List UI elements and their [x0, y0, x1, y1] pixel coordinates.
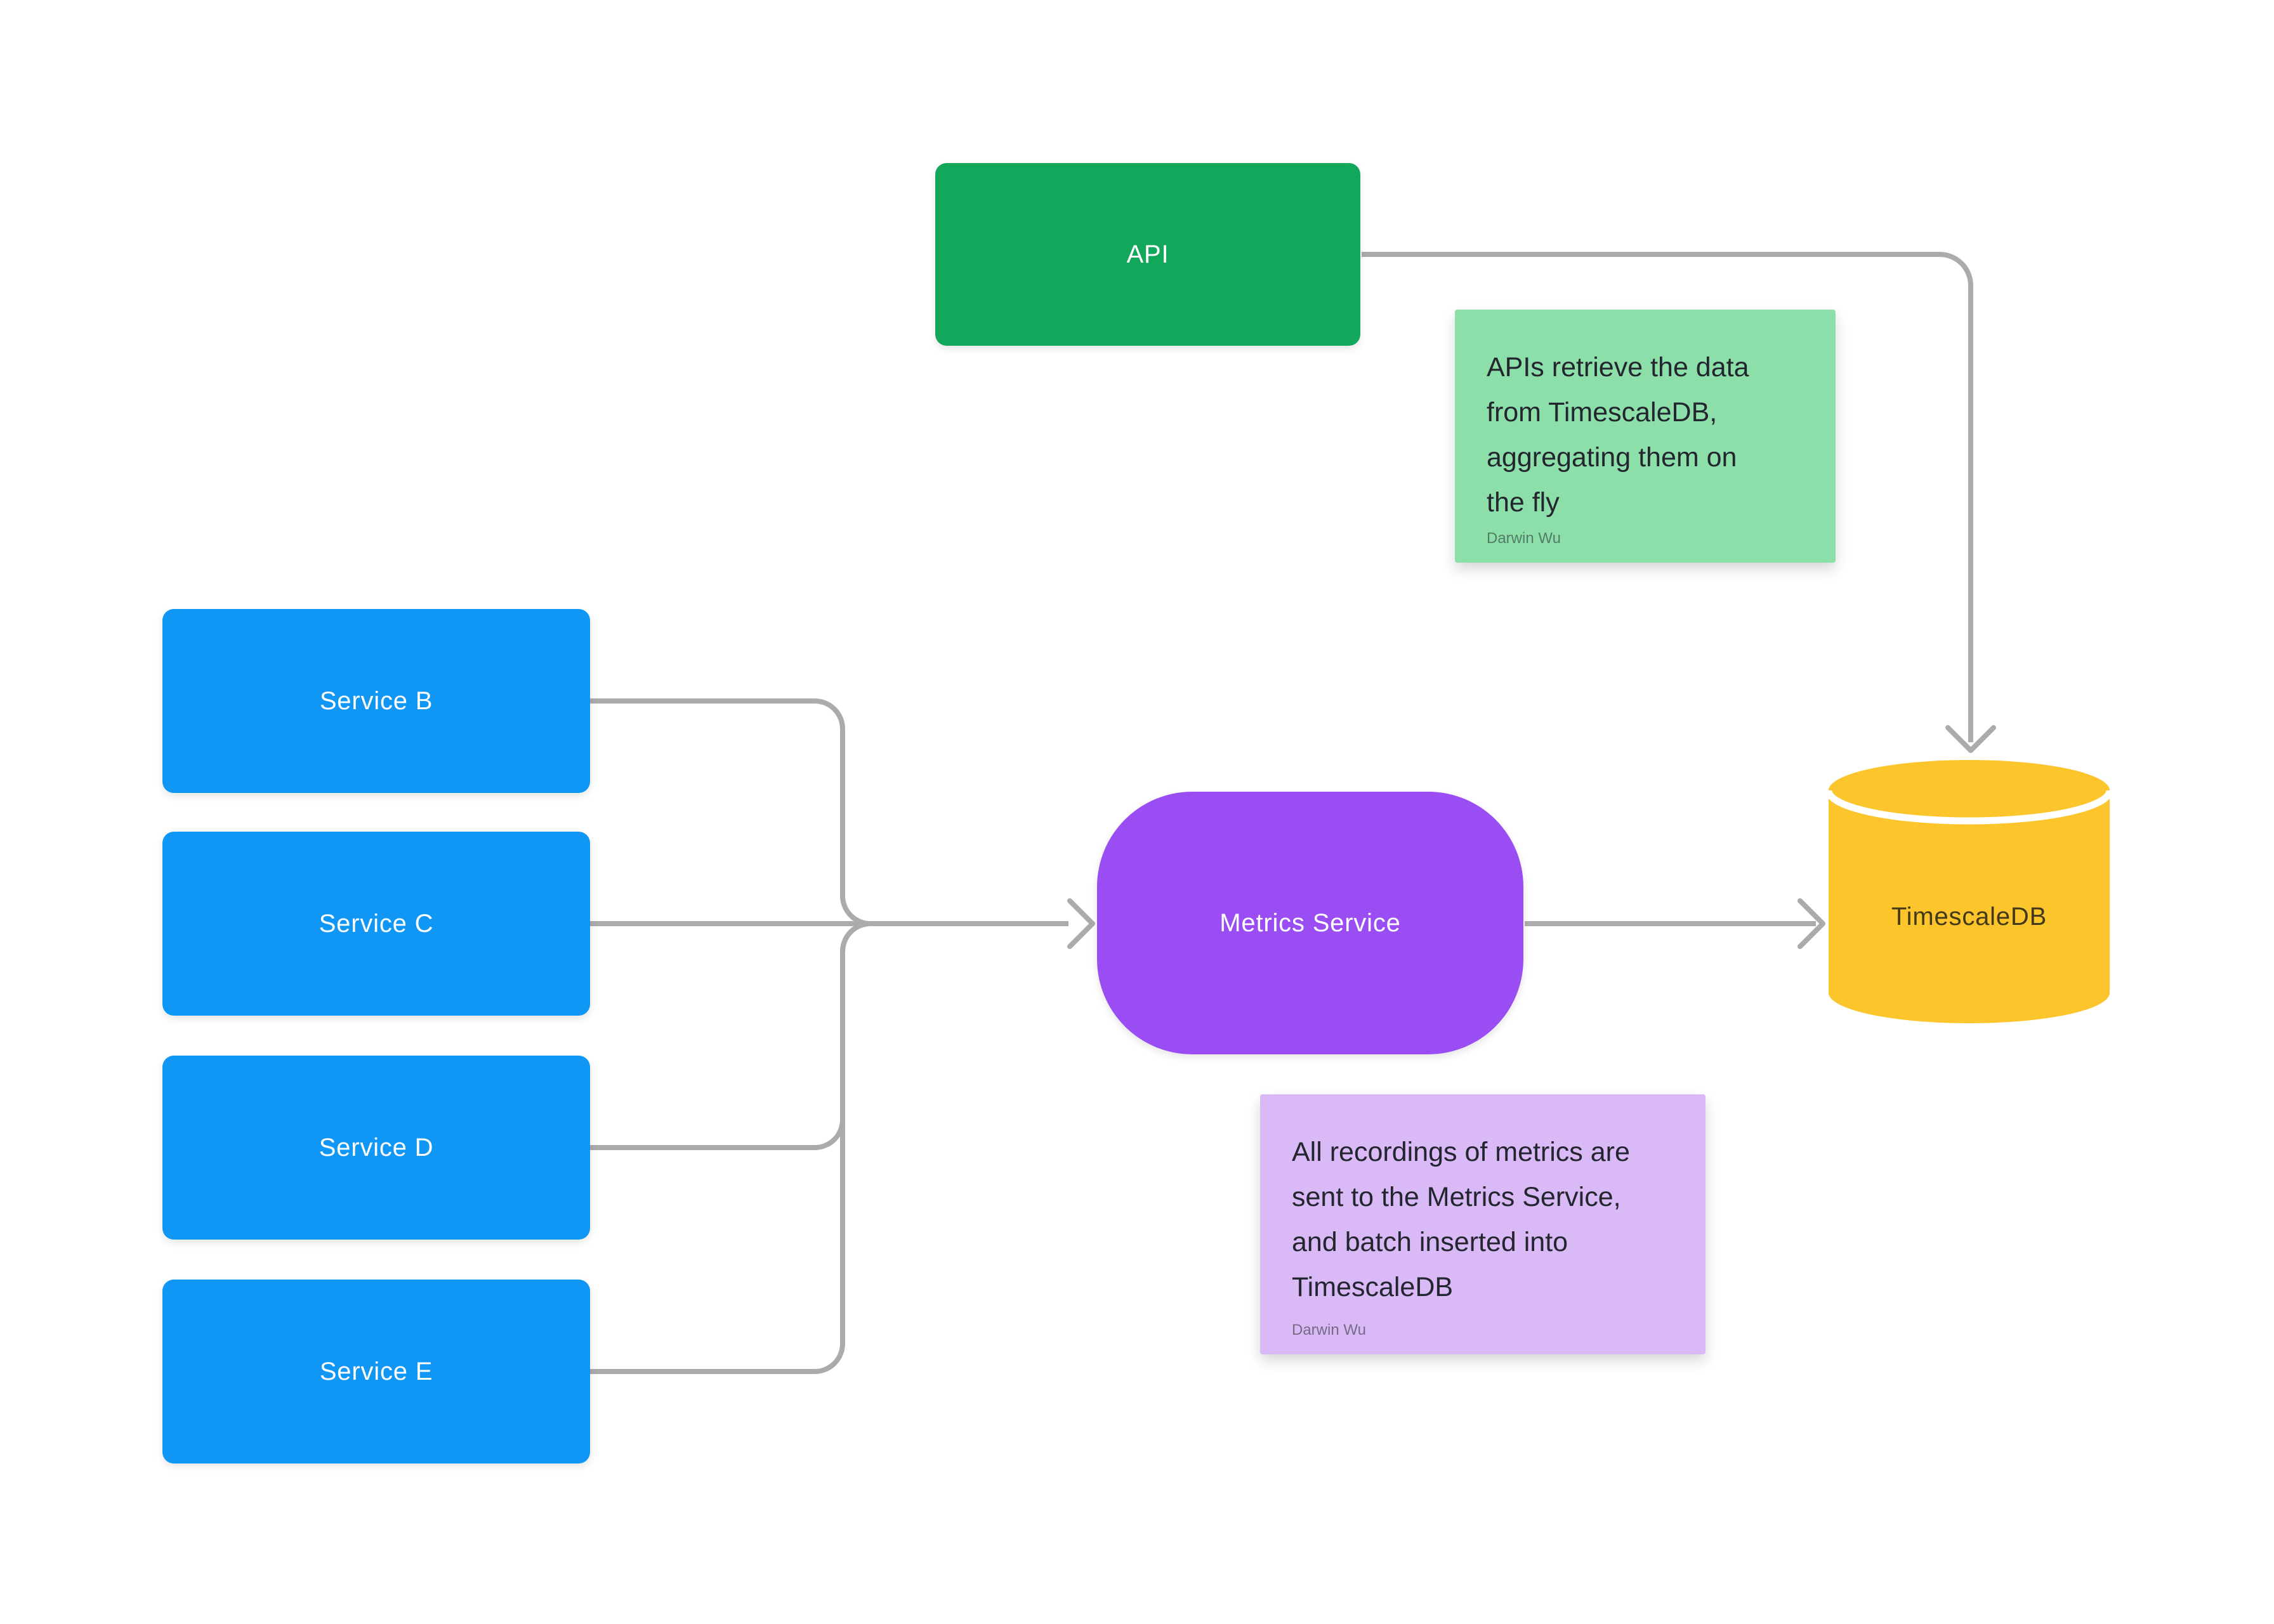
node-service-d[interactable]: Service D: [162, 1056, 590, 1240]
node-service-c[interactable]: Service C: [162, 832, 590, 1016]
note-author: Darwin Wu: [1487, 530, 1561, 547]
node-label: API: [1126, 240, 1169, 268]
node-metrics-service[interactable]: Metrics Service: [1097, 792, 1523, 1054]
note-line: All recordings of metrics are: [1292, 1137, 1630, 1167]
node-label: Service D: [319, 1133, 434, 1162]
sticky-note-metrics[interactable]: All recordings of metrics are sent to th…: [1260, 1094, 1705, 1354]
connector-service-b[interactable]: [590, 698, 871, 926]
database-cylinder-rim: [1825, 790, 2113, 825]
note-line: sent to the Metrics Service,: [1292, 1182, 1621, 1212]
note-line: APIs retrieve the data: [1487, 352, 1749, 383]
note-line: aggregating them on: [1487, 442, 1737, 473]
database-cylinder-icon: [1829, 760, 2110, 1023]
connector-api-to-timescaledb[interactable]: [1362, 252, 1973, 742]
node-label: Service C: [319, 909, 434, 938]
sticky-note-api[interactable]: APIs retrieve the data from TimescaleDB,…: [1455, 310, 1836, 563]
node-label: Service B: [319, 686, 433, 715]
timescaledb-label: TimescaleDB: [1829, 825, 2110, 1009]
note-author: Darwin Wu: [1292, 1321, 1366, 1339]
arrowhead-into-timescaledb-top-icon: [1945, 725, 1996, 753]
note-line: from TimescaleDB,: [1487, 397, 1718, 428]
arrowhead-into-timescaledb-left-icon: [1798, 898, 1825, 949]
node-label: Service E: [319, 1357, 433, 1385]
node-service-e[interactable]: Service E: [162, 1280, 590, 1464]
node-api[interactable]: API: [935, 163, 1360, 346]
arrowhead-into-metrics-icon: [1067, 898, 1095, 949]
note-line: TimescaleDB: [1292, 1272, 1454, 1302]
node-service-b[interactable]: Service B: [162, 609, 590, 793]
node-timescaledb[interactable]: [1825, 760, 2113, 1023]
node-label: Metrics Service: [1219, 908, 1401, 937]
connector-service-d[interactable]: [590, 921, 871, 1150]
note-line: the fly: [1487, 487, 1560, 518]
connector-service-e[interactable]: [590, 921, 871, 1374]
note-line: and batch inserted into: [1292, 1227, 1568, 1257]
node-label: TimescaleDB: [1891, 902, 2047, 931]
